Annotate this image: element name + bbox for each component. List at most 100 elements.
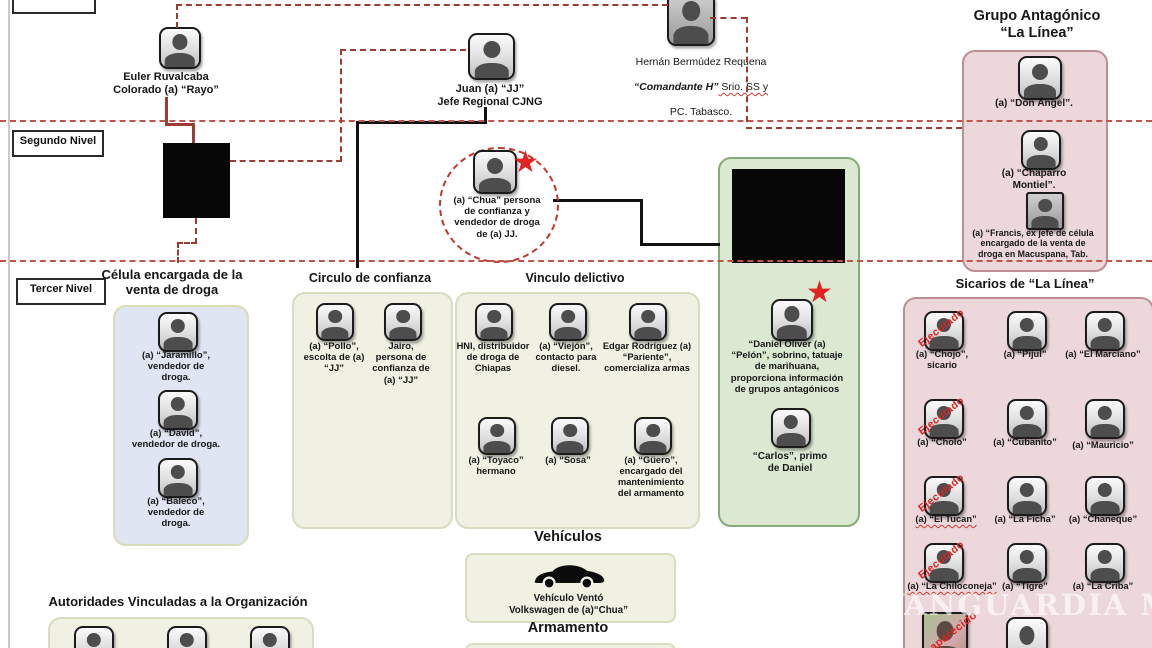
connector-hernan-right (710, 17, 747, 19)
segundo-nivel-box: Segundo Nivel (12, 130, 104, 157)
tucan-photo (924, 476, 964, 516)
carlos-photo (771, 408, 811, 448)
connector-hernan-down (746, 17, 748, 122)
tucan-label: (a) “El Tucan” (915, 514, 977, 524)
vehiculos-title: Vehículos (534, 529, 602, 545)
hni-label: HNI, distribuidor de droga de Chiapas (456, 341, 530, 373)
armamento-title: Armamento (527, 620, 609, 636)
connector-chua-h1 (553, 199, 643, 202)
sosa-photo (551, 417, 589, 455)
hernan-label: Hernán Bermúdez Requena “Comandante H” S… (608, 44, 794, 131)
jj-label: Juan (a) “JJ” Jefe Regional CJNG (437, 83, 543, 108)
ficha-label: (a) “La Ficha” (994, 514, 1056, 524)
chojo-label: (a) “Chojo”, sicario (915, 349, 969, 370)
redacted-segundo-nivel (163, 143, 230, 218)
carlos-label: “Carlos”, primo de Daniel (752, 451, 828, 474)
jairo-photo (384, 303, 422, 341)
tercer-nivel-box: Tercer Nivel (16, 278, 106, 305)
vinculo-title: Vinculo delictivo (525, 271, 625, 285)
connector-chua-h2 (640, 243, 720, 246)
hernan-role: Srio. SS y (718, 81, 769, 94)
autoridad-photo-2 (167, 626, 207, 648)
page-edge-line (8, 0, 10, 648)
chaneque-label: (a) “Chaneque” (1068, 514, 1138, 524)
vehiculo-caption: Vehículo Ventó Volkswagen de (a)“Chua” (508, 593, 629, 616)
connector-euler-h (165, 123, 194, 126)
pollo-photo (316, 303, 354, 341)
daniel-label: “Daniel Oliver (a) “Pelón”, sobrino, tat… (730, 339, 844, 395)
celula-title: Célula encargada de la venta de droga (101, 267, 243, 298)
tigre-label: (a) “Tigre” (1002, 581, 1048, 591)
chua-label: (a) “Chua” persona de confianza y vended… (453, 195, 541, 240)
david-photo (158, 390, 198, 430)
euler-label: Euler Ruvalcaba Colorado (a) “Rayo” (113, 71, 219, 96)
connector-blackbox-down-1 (195, 218, 197, 244)
connector-chua-v (640, 199, 643, 246)
chua-photo (473, 150, 517, 194)
hni-photo (475, 303, 513, 341)
connector-jj-down (340, 49, 342, 162)
redacted-familiar (732, 169, 845, 263)
hernan-photo (667, 0, 715, 46)
connector-jj-black-v (484, 107, 487, 124)
guero-photo (634, 417, 672, 455)
vehiculos-box (465, 553, 676, 623)
chaparro-photo (1021, 130, 1061, 170)
cholo-label: (a) “Cholo” (917, 437, 967, 447)
jaramillo-label: (a) “Jaramillo”, vendedor de droga. (141, 350, 211, 384)
don-angel-label: (a) “Don Ángel”. (995, 98, 1073, 109)
vanguardia-watermark: VANGUARDIA MX (882, 588, 1152, 622)
jaramillo-photo (158, 312, 198, 352)
cholo-photo (924, 399, 964, 439)
daniel-photo (771, 299, 813, 341)
ficha-photo (1007, 476, 1047, 516)
baleco-photo (158, 458, 198, 498)
cubanito-photo (1007, 399, 1047, 439)
hernan-alias: “Comandante H” (633, 81, 719, 94)
separator-nivel-2-3 (0, 260, 1152, 262)
francis-label: (a) “Francis, ex jefe de célula encargad… (972, 228, 1094, 259)
mauricio-photo (1085, 399, 1125, 439)
grupo-antagonico-title: Grupo Antagónico “La Línea” (973, 8, 1101, 42)
criba-label: (a) “La Criba” (1072, 581, 1134, 591)
jairo-label: Jairo, persona de confianza de (a) “JJ” (372, 341, 430, 386)
baleco-label: (a) “Baleco”, vendedor de droga. (147, 496, 205, 530)
star-icon: ★ (806, 276, 833, 309)
connector-euler-v2 (192, 123, 195, 145)
autoridades-title: Autoridades Vinculadas a la Organización (48, 594, 308, 609)
sicarios-title: Sicarios de “La Línea” (955, 276, 1095, 291)
chaneque-photo (1085, 476, 1125, 516)
pijul-label: (a) “Pijul” (1003, 349, 1047, 359)
guero-label: (a) “Güero”, encargado del mantenimiento… (617, 455, 685, 498)
viejon-label: (a) “Viejón”, contacto para diesel. (535, 341, 597, 373)
cubanito-label: (a) “Cubanito” (993, 437, 1057, 447)
star-icon: ★ (512, 146, 539, 179)
connector-top-horizontal (176, 4, 668, 6)
connector-blackbox-jog (177, 242, 197, 244)
circulo-title: Circulo de confianza (308, 271, 432, 285)
connector-jj-black-h (356, 121, 487, 124)
connector-euler-top (176, 4, 178, 28)
marciano-photo (1085, 311, 1125, 351)
sosa-label: (a) “Sosa” (545, 455, 591, 465)
chua-circle (439, 147, 559, 263)
autoridad-photo-3 (250, 626, 290, 648)
sicario-photo-extra (1006, 617, 1048, 648)
armamento-box (465, 643, 676, 648)
sicarios-box (903, 297, 1152, 648)
car-icon (534, 565, 605, 590)
viejon-photo (549, 303, 587, 341)
david-label: (a) “David”, vendedor de droga. (131, 428, 221, 451)
jj-photo (468, 33, 515, 80)
chojo-photo (924, 311, 964, 351)
connector-jj-left (340, 49, 466, 51)
tigre-photo (1007, 543, 1047, 583)
mauricio-label: (a) “Mauricio” (1072, 440, 1134, 450)
toyaco-photo (478, 417, 516, 455)
connector-jj-to-circulo (356, 121, 359, 268)
connector-euler-v1 (165, 97, 168, 125)
marciano-label: (a) “El Marciano” (1065, 349, 1141, 359)
pariente-photo (629, 303, 667, 341)
euler-photo (159, 27, 201, 69)
connector-blackbox-down-2 (177, 242, 179, 263)
